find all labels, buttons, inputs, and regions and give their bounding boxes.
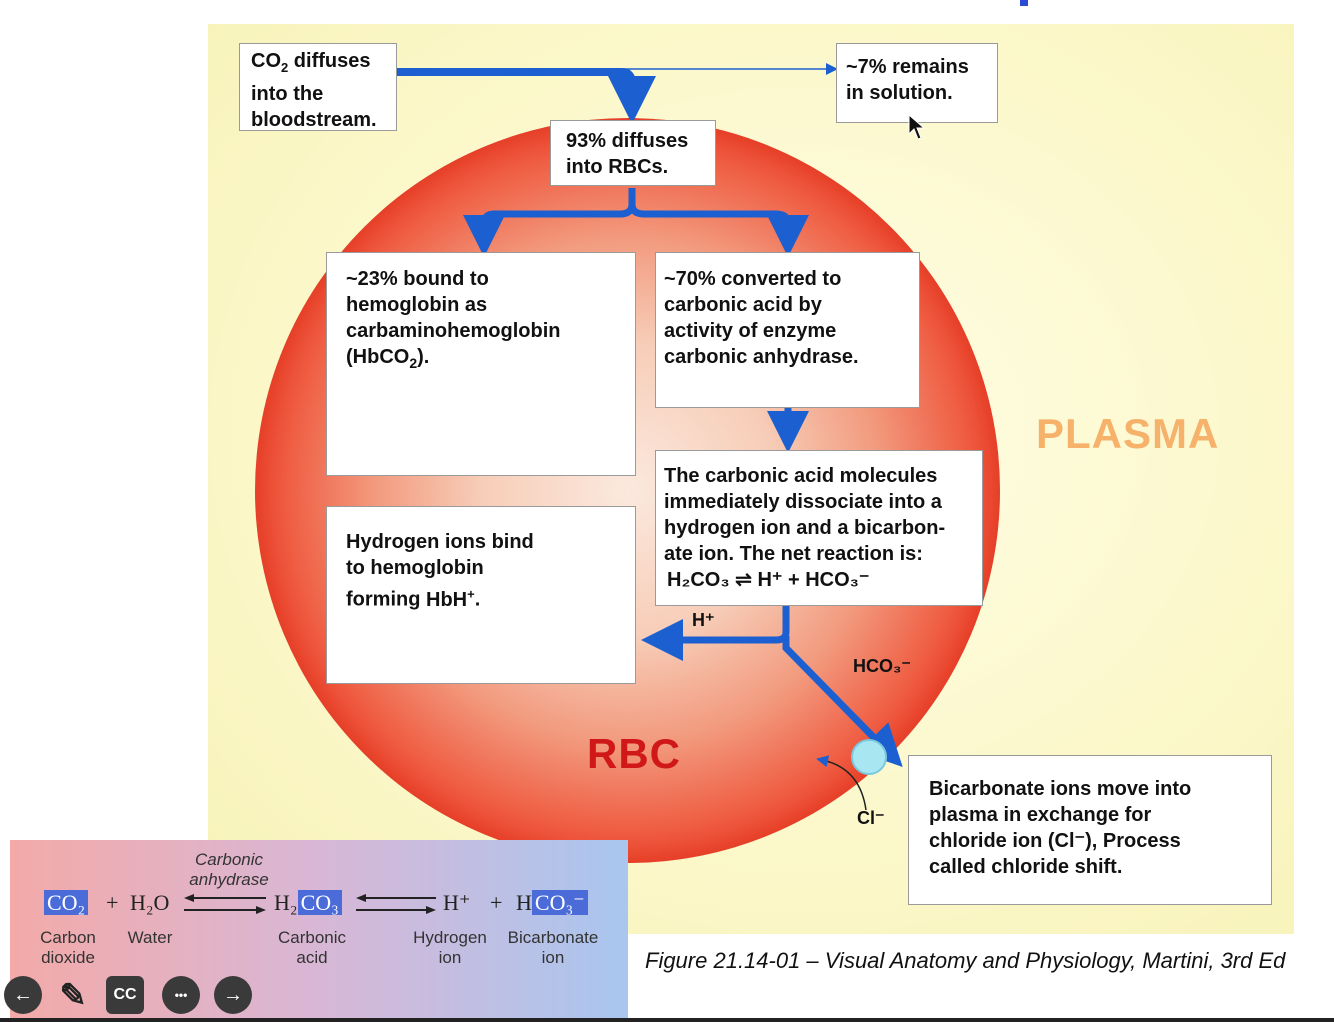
carbaminohemoglobin-box: ~23% bound to hemoglobin as carbaminohem… xyxy=(326,252,636,476)
eq-reversible-arrow-2 xyxy=(356,894,436,914)
enzyme-label: Carbonic anhydrase xyxy=(189,850,269,889)
eq-co2: CO₂ xyxy=(44,890,89,916)
next-slide-button[interactable]: → xyxy=(214,976,252,1014)
arrow-h-plus xyxy=(641,605,790,661)
eq-plus-2: + xyxy=(490,890,503,915)
arrow-split-right xyxy=(628,203,809,257)
eq-label-water: Water xyxy=(127,928,173,947)
title-fragment-mark xyxy=(1020,0,1028,6)
hydrogen-ions-box: Hydrogen ions bind to hemoglobin forming… xyxy=(326,506,636,684)
eq-plus-1: + xyxy=(106,890,119,915)
exchange-pore xyxy=(851,739,887,775)
pen-tool-button[interactable]: ✎ xyxy=(59,977,87,1013)
chloride-shift-box: Bicarbonate ions move into plasma in exc… xyxy=(908,755,1272,905)
mouse-cursor-icon xyxy=(908,114,926,140)
bottom-border xyxy=(0,1018,1334,1022)
arrow-bicarbonate xyxy=(782,636,903,767)
eq-reversible-arrow-1 xyxy=(184,894,266,914)
diffuses-into-rbc-box: 93% diffuses into RBCs. xyxy=(550,120,716,186)
plasma-label: PLASMA xyxy=(1036,410,1220,457)
figure-caption: Figure 21.14-01 – Visual Anatomy and Phy… xyxy=(645,948,1286,973)
net-reaction: H₂CO₃ ⇌ H⁺ + HCO₃⁻ xyxy=(667,569,870,591)
h-plus-label: H⁺ xyxy=(692,610,715,630)
dissociation-box: The carbonic acid molecules immediately … xyxy=(655,450,983,606)
co2-diffuses-box: CO2 diffuses into the bloodstream. xyxy=(239,43,397,131)
more-options-button[interactable]: ••• xyxy=(162,976,200,1014)
previous-slide-button[interactable]: ← xyxy=(4,976,42,1014)
captions-button[interactable]: CC xyxy=(106,976,144,1014)
arrow-chloride xyxy=(816,755,867,811)
eq-hydrogen-ion: H⁺ xyxy=(443,890,471,915)
rbc-label: RBC xyxy=(587,730,681,777)
arrow-split-left xyxy=(463,188,636,257)
remains-in-solution-box: ~7% remains in solution. xyxy=(836,43,998,123)
carbonic-anhydrase-box: ~70% converted to carbonic acid by activ… xyxy=(655,252,920,408)
arrow-into-rbc xyxy=(395,68,656,124)
chloride-label: Cl⁻ xyxy=(857,808,885,828)
eq-water: H₂O xyxy=(130,890,170,915)
bicarbonate-label: HCO₃⁻ xyxy=(853,656,911,676)
